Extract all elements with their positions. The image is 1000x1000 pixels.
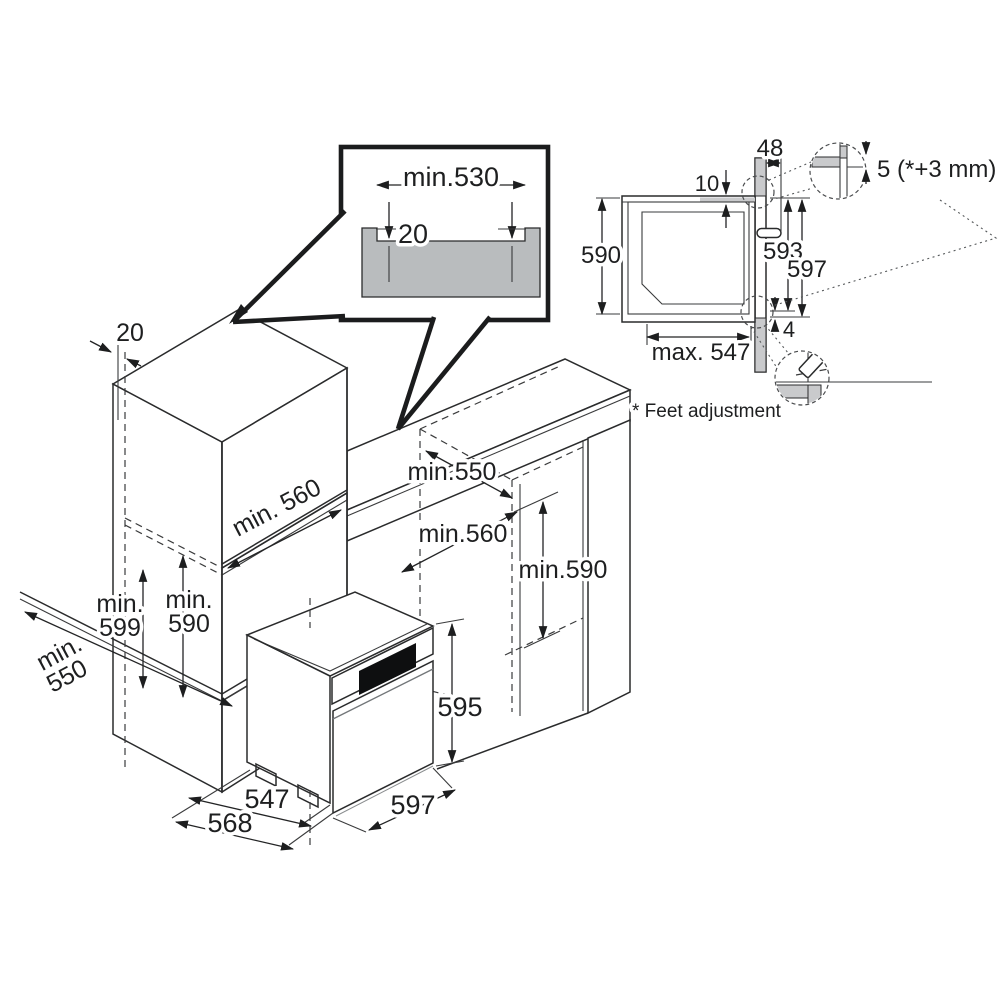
column-niche-height-label-l2: 590 [168,610,210,638]
oven-body-depth-label: 547 [244,784,289,814]
sv-top-width-label: 48 [757,135,784,162]
worktop-cutout-shape [361,227,541,298]
sv-bottom-gap-label: 4 [783,317,795,342]
oven-height-label: 595 [437,692,482,722]
oven-foot [255,762,277,788]
oven-total-depth-label: 568 [207,808,252,838]
base-niche-height-label: min.590 [519,556,608,584]
sv-max-depth-label: max. 547 [652,339,751,366]
callout-pointer-arrowhead [229,304,248,324]
column-outer-height-label-l2: 599 [99,614,141,642]
oven-door [332,659,434,815]
sv-top-detail-circle: 5 (*+3 mm) [809,141,1000,200]
callout-edge-label: 20 [398,219,428,249]
oven-control-panel [331,626,434,706]
sv-front-height-label: 597 [787,256,827,283]
oven-foot [297,783,319,809]
callout-width-label: min.530 [403,162,499,192]
sv-top-gap-label: 10 [695,171,719,196]
sv-detail-gap-label: 5 (*+3 mm) [877,156,996,183]
sv-mounting-slot [756,227,782,239]
oven-display [359,643,416,695]
sv-inner-height-label: 593 [763,238,803,265]
oven-isometric [245,591,435,817]
cutout-callout-bubble: min.530 20 [229,144,551,431]
column-wall-label: 20 [116,319,144,347]
oven-side-face [246,633,331,805]
iso-dimensions: 20 min. 560 min. 590 min. 599 min. 550 m… [24,316,611,851]
oven-width-label: 597 [390,790,435,820]
side-view: 48 10 590 593 597 max. 547 4 [577,132,1000,426]
base-niche-width-label: min.560 [419,520,508,548]
base-niche-depth-label: min.550 [408,458,497,486]
sv-body-height-label: 590 [581,242,621,269]
feet-adjustment-note: * Feet adjustment [632,401,782,422]
sv-bottom-detail-circle [774,350,932,406]
